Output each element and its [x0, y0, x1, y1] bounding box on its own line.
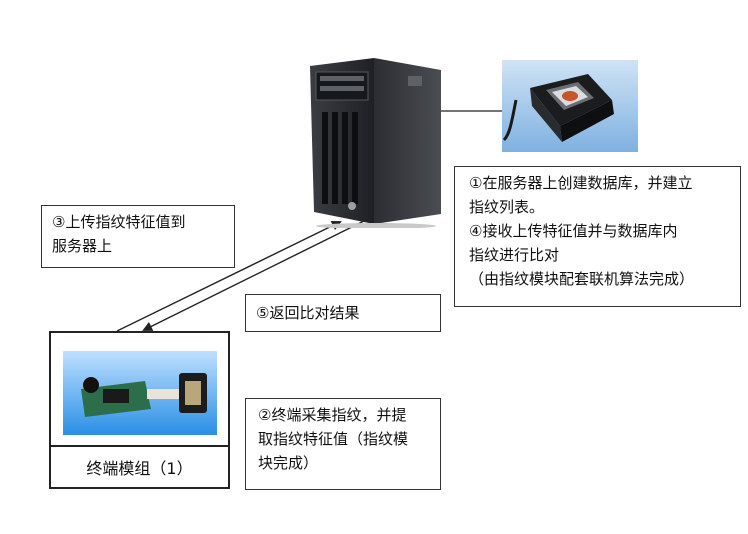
return-result-box: ⑤返回比对结果 [245, 294, 441, 332]
terminal-capture-line-1: ②终端采集指纹，并提 [258, 406, 407, 424]
upload-arrow [116, 221, 342, 332]
fingerprint-scanner-icon [502, 60, 638, 152]
upload-line-2: 服务器上 [52, 237, 113, 255]
server-tasks-box: ①在服务器上创建数据库，并建立 指纹列表。 ④接收上传特征值并与数据库内 指纹进… [454, 166, 741, 307]
server-tasks-line-1: ①在服务器上创建数据库，并建立 [469, 174, 693, 192]
server-tasks-line-2: 指纹列表。 [469, 198, 545, 216]
return-arrow [142, 220, 365, 331]
terminal-label: 终端模组（1） [51, 445, 228, 487]
server-tasks-line-5: （由指纹模块配套联机算法完成） [469, 270, 695, 288]
server-tasks-line-4: 指纹进行比对 [469, 246, 560, 264]
return-result-line-1: ⑤返回比对结果 [256, 304, 360, 322]
terminal-capture-line-3: 块完成） [258, 454, 319, 472]
terminal-capture-line-2: 取指纹特征值（指纹模 [258, 430, 409, 448]
terminal-capture-box: ②终端采集指纹，并提 取指纹特征值（指纹模 块完成） [245, 398, 441, 490]
upload-box: ③上传指纹特征值到 服务器上 [41, 205, 235, 268]
terminal-module: 终端模组（1） [49, 331, 230, 489]
server-tower-icon [296, 56, 446, 229]
fingerprint-module-board-icon [63, 351, 217, 435]
server-tasks-line-3: ④接收上传特征值并与数据库内 [469, 222, 678, 240]
upload-line-1: ③上传指纹特征值到 [52, 213, 186, 231]
